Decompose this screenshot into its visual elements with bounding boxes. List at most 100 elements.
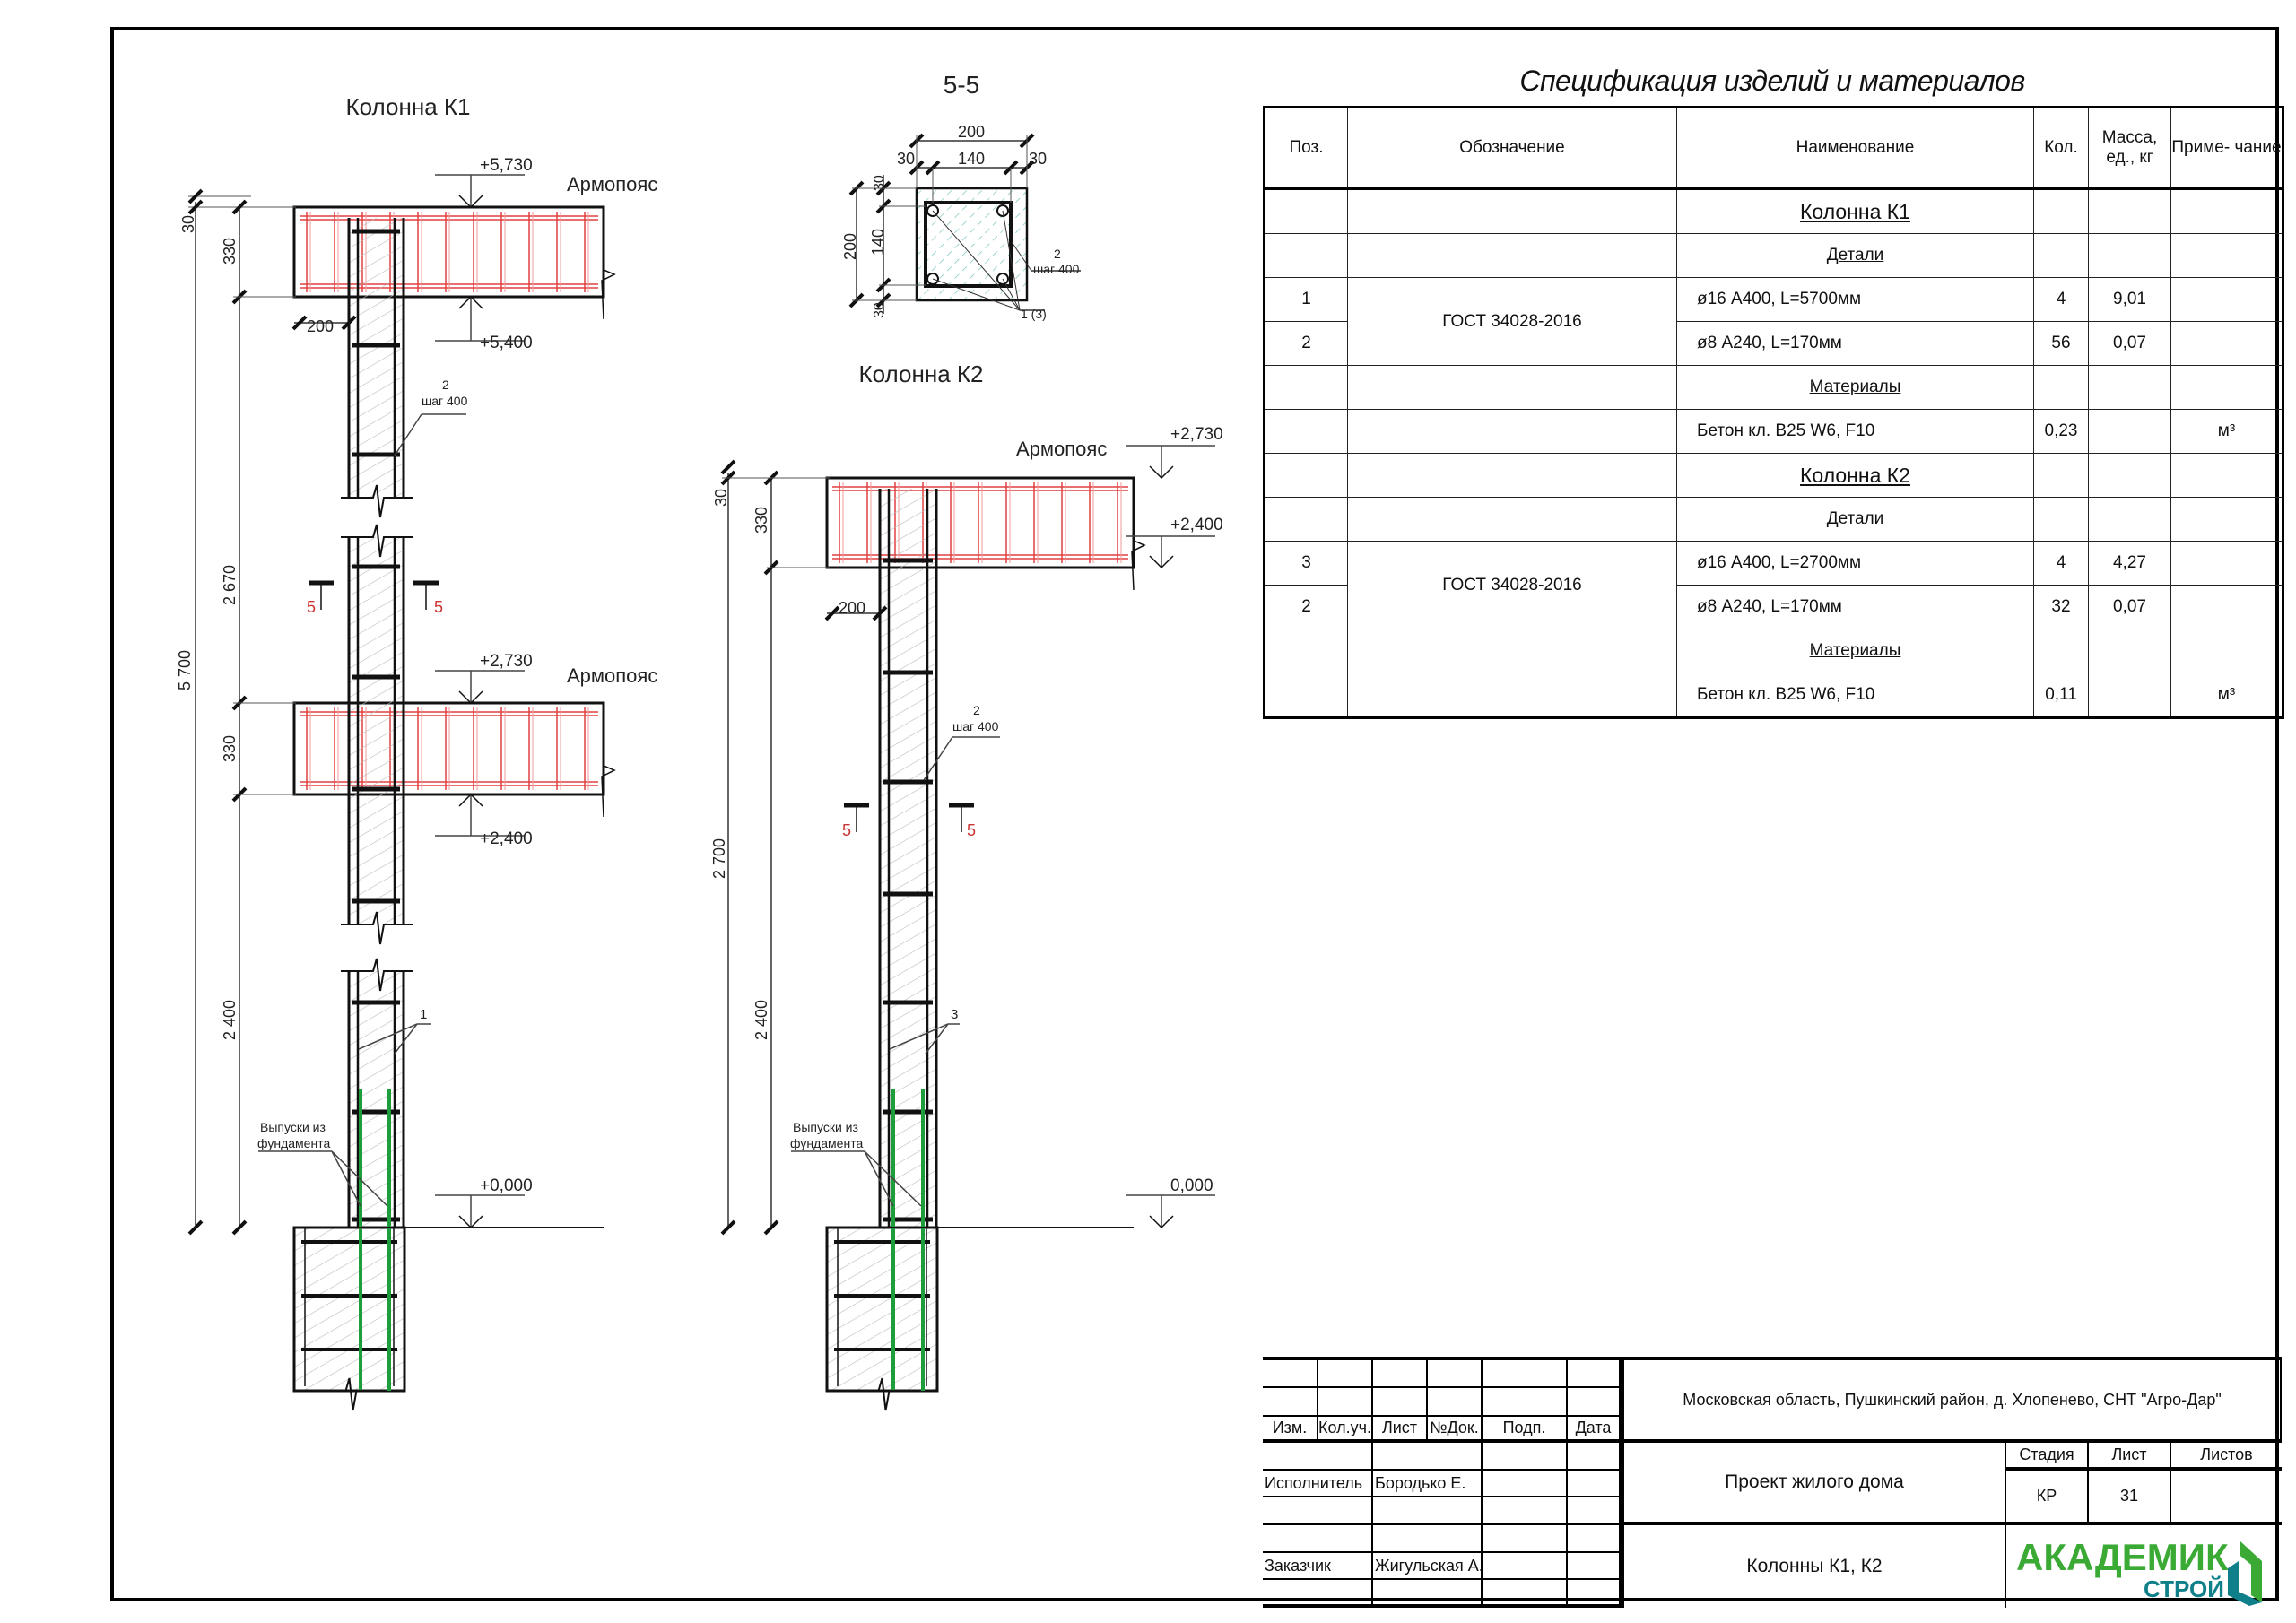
- tb-grid-cell: [1373, 1388, 1428, 1417]
- dim-tick: [872, 605, 888, 621]
- tb-grid-cell: [1483, 1497, 1568, 1525]
- k2-title: Колонна К2: [859, 360, 984, 387]
- tb-grid-cell: [1263, 1360, 1318, 1388]
- spec-section-row: Детали: [1264, 233, 2283, 278]
- section-bar-leader: [932, 278, 1021, 311]
- sec-callout-step: шаг 400: [1033, 262, 1080, 276]
- k1-break: [341, 958, 413, 992]
- spec-section-row: Материалы: [1264, 365, 2283, 410]
- spec-designation: [1347, 233, 1677, 278]
- tb-grid-cell: [1263, 1443, 1373, 1471]
- tb-stage-label: Стадия: [2006, 1443, 2089, 1471]
- k1-dim-total: 5 700: [176, 650, 194, 690]
- spec-section-row: Детали: [1264, 497, 2283, 542]
- k1-dim-2670: 2 670: [221, 565, 239, 605]
- k2-section-mark-right: 5: [967, 821, 976, 839]
- tb-grid-cell: [1568, 1388, 1621, 1417]
- spec-note: [2170, 453, 2283, 498]
- spec-pos: [1264, 409, 1348, 454]
- k2-foundation: [825, 1226, 939, 1393]
- spec-name: ø16 А400, L=2700мм: [1676, 541, 2034, 586]
- tb-grid-cell: [1568, 1525, 1621, 1553]
- k2-callout: [889, 1023, 949, 1050]
- k2-dim-total: 2 700: [710, 838, 728, 879]
- spec-pos: [1264, 673, 1348, 718]
- tb-grid-cell: [1568, 1360, 1621, 1388]
- section-stirrup: [924, 201, 1013, 288]
- spec-header-note: Приме- чание: [2170, 107, 2283, 190]
- tb-grid-cell: [1263, 1580, 1373, 1608]
- tb-grid-cell: [1263, 1388, 1318, 1417]
- k1-foundation-break: [313, 1377, 386, 1411]
- k1-elev-gnd-arrow: [458, 1215, 483, 1229]
- spec-designation: [1347, 497, 1677, 542]
- tb-grid-cell: [1428, 1388, 1483, 1417]
- sec-callout-bars: 1 (3): [1021, 307, 1047, 321]
- spec-title: Спецификация изделий и материалов: [1519, 65, 2025, 97]
- spec-mass: [2088, 365, 2171, 410]
- spec-qty: 0,23: [2033, 409, 2089, 454]
- k1-dim-330-top: 330: [221, 238, 239, 265]
- spec-mass: [2088, 453, 2171, 498]
- spec-qty: 32: [2033, 585, 2089, 629]
- k1-section-mark-right: 5: [434, 598, 443, 616]
- k1-elev-beam2-top: +2,730: [480, 652, 533, 671]
- tb-grid-cell: [1373, 1443, 1483, 1471]
- dim-tick: [291, 315, 308, 331]
- spec-name: Бетон кл. В25 W6, F10: [1676, 673, 2034, 718]
- tb-col-header: №Док.: [1428, 1417, 1483, 1443]
- spec-mass: 9,01: [2088, 277, 2171, 322]
- spec-note: [2170, 233, 2283, 278]
- tb-grid-cell: [1568, 1553, 1621, 1580]
- spec-qty: 0,11: [2033, 673, 2089, 718]
- k2-dim-2400: 2 400: [752, 1000, 770, 1040]
- spec-name: ø8 А240, L=170мм: [1676, 321, 2034, 366]
- spec-table: Поз. Обозначение Наименование Кол. Масса…: [1263, 106, 2284, 719]
- k2-dim-200: 200: [839, 599, 865, 617]
- tb-grid-cell: [1568, 1443, 1621, 1471]
- spec-mass: [2088, 629, 2171, 673]
- spec-mass: [2088, 497, 2171, 542]
- tb-sheet-label: Лист: [2089, 1443, 2171, 1471]
- k2-dim-tick: [720, 1219, 736, 1236]
- k1-dim-tick: [187, 188, 204, 204]
- k1-callout-bar: 1: [420, 1007, 427, 1022]
- dim-tick: [341, 315, 357, 331]
- spec-note: [2170, 497, 2283, 542]
- spec-designation: [1347, 409, 1677, 454]
- sec-w-inner: 140: [958, 150, 985, 168]
- spec-designation: [1347, 629, 1677, 673]
- tb-grid-cell: [1318, 1388, 1373, 1417]
- tb-executor-label: Исполнитель: [1263, 1471, 1373, 1497]
- spec-note: [2170, 277, 2283, 322]
- k2-elev-bb-arrow: [1149, 555, 1174, 569]
- sec-h-bottom: 30: [872, 302, 887, 318]
- spec-header-designation: Обозначение: [1347, 107, 1677, 190]
- k2-elev-ground: 0,000: [1170, 1176, 1213, 1195]
- spec-section-row: Колонна К1: [1264, 188, 2283, 234]
- tb-grid-cell: [1318, 1360, 1373, 1388]
- k1-callout: [394, 413, 422, 456]
- sec-callout-stirrup: 2: [1054, 247, 1061, 261]
- spec-note: [2170, 541, 2283, 586]
- tb-address: Московская область, Пушкинский район, д.…: [1621, 1360, 2282, 1443]
- tb-grid-cell: [1568, 1471, 1621, 1497]
- spec-section-row: Материалы: [1264, 629, 2283, 673]
- spec-mass: [2088, 673, 2171, 718]
- k2-outlets-1: Выпуски из: [793, 1120, 858, 1134]
- k1-dim-2400: 2 400: [221, 1000, 239, 1040]
- tb-grid-cell: [1568, 1497, 1621, 1525]
- spec-designation: ГОСТ 34028-2016: [1347, 277, 1677, 366]
- tb-col-header: Кол.уч.: [1318, 1417, 1373, 1443]
- logo-main-text: АКАДЕМИК: [2016, 1536, 2229, 1578]
- k1-dim-tick: [231, 1219, 248, 1236]
- spec-header-pos: Поз.: [1264, 107, 1348, 190]
- k1-outlets-leader: [331, 1150, 361, 1207]
- spec-section-heading: Детали: [1676, 233, 2034, 278]
- akademik-stroy-logo: АКАДЕМИК СТРОЙ: [2009, 1529, 2278, 1606]
- spec-qty: [2033, 629, 2089, 673]
- k2-elev-gnd-arrow: [1149, 1215, 1174, 1229]
- sec-h-inner: 140: [869, 229, 887, 256]
